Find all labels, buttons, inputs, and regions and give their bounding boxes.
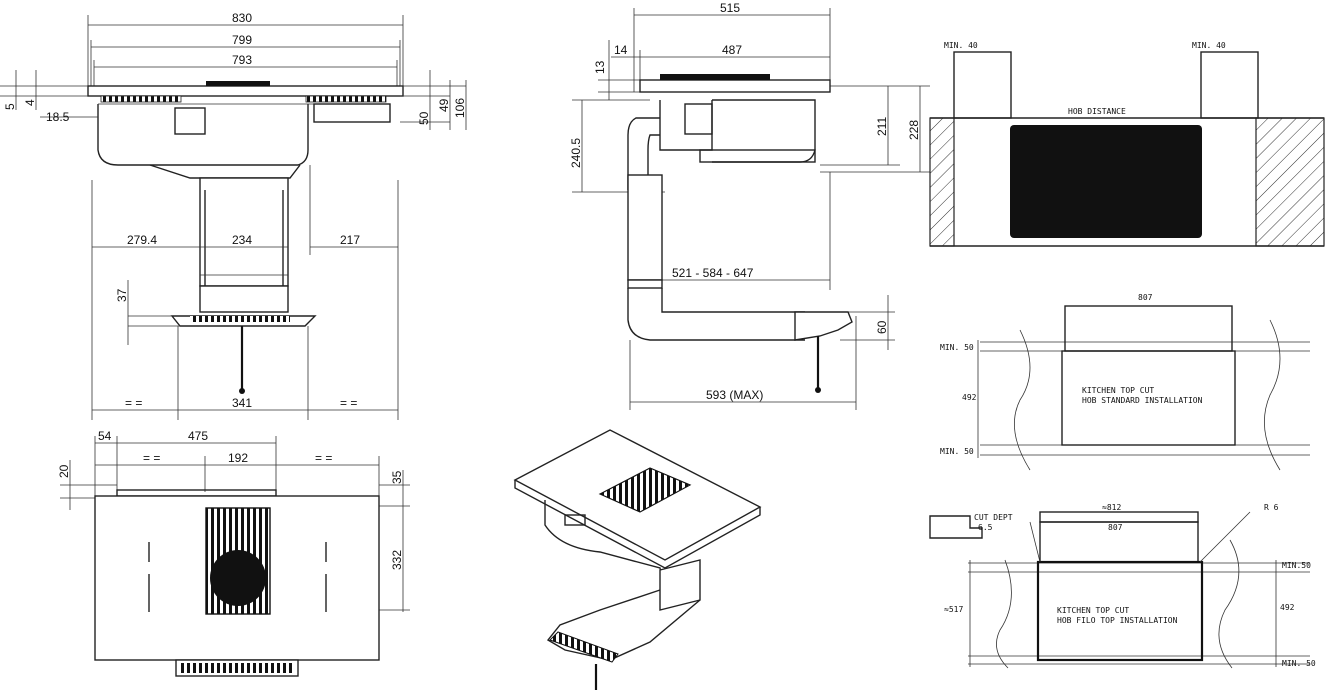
dim-eq-top-left: = = [143,451,160,465]
std-label-2: HOB STANDARD INSTALLATION [1082,396,1203,405]
dim-228: 228 [907,120,921,140]
filo-min-50-bottom: MIN. 50 [1282,659,1316,668]
filo-outer-width: ≈812 [1102,503,1121,512]
dim-eq-right: = = [340,396,357,410]
cut-standard-diagram: 807 MIN. 50 492 MIN. 50 KITCHEN TOP CUT … [940,293,1310,471]
dim-234: 234 [232,233,252,247]
hob-distance-diagram: MIN. 40 MIN. 40 HOB DISTANCE [929,41,1325,247]
dim-eq-top-right: = = [315,451,332,465]
dim-332: 332 [390,550,404,570]
front-view: 830 799 793 [0,11,467,420]
cut-dept-label: CUT DEPT [974,513,1013,522]
dim-106: 106 [453,98,467,118]
dim-35: 35 [390,470,404,484]
filo-outer-depth: ≈517 [944,605,963,614]
dim-793: 793 [232,53,252,67]
dim-18-5: 18.5 [46,110,70,124]
cut-dept-value: 6.5 [978,523,993,532]
dim-341: 341 [232,396,252,410]
dim-211: 211 [875,117,889,136]
dim-37: 37 [115,288,129,302]
dim-240-5: 240.5 [569,138,583,168]
std-label-1: KITCHEN TOP CUT [1082,386,1154,395]
filo-label-2: HOB FILO TOP INSTALLATION [1057,616,1178,625]
dim-192: 192 [228,451,248,465]
side-view: 515 14 487 13 240.5 211 228 96 521 - 584… [569,1,930,410]
std-width-807: 807 [1138,293,1153,302]
dim-50: 50 [417,111,431,125]
std-min-50-top: MIN. 50 [940,343,974,352]
min-40-left: MIN. 40 [944,41,978,50]
dim-515: 515 [720,1,740,15]
filo-depth-492: 492 [1280,603,1295,612]
hob-distance-label: HOB DISTANCE [1068,107,1126,116]
dim-217: 217 [340,233,360,247]
dim-487: 487 [722,43,742,57]
dim-521-584-647: 521 - 584 - 647 [672,266,754,280]
dim-49: 49 [437,98,451,112]
filo-label-1: KITCHEN TOP CUT [1057,606,1129,615]
min-40-right: MIN. 40 [1192,41,1226,50]
cut-filo-diagram: CUT DEPT 6.5 ≈812 807 R 6 MIN.50 492 ≈51… [929,503,1316,669]
top-view: 54 475 = = 192 = = 20 35 332 [57,429,410,677]
dim-60: 60 [875,320,889,334]
dim-475: 475 [188,429,208,443]
dim-14: 14 [614,43,628,57]
filo-min-50-top: MIN.50 [1282,561,1311,570]
isometric-view [513,429,762,690]
dim-13: 13 [593,60,607,74]
filo-inner-width: 807 [1108,523,1123,532]
dim-830: 830 [232,11,252,25]
dim-279-4: 279.4 [127,233,157,247]
dim-5: 5 [3,103,17,110]
dim-799: 799 [232,33,252,47]
dim-4: 4 [23,99,37,106]
dim-20: 20 [57,464,71,478]
std-min-50-bottom: MIN. 50 [940,447,974,456]
std-depth-492: 492 [962,393,977,402]
dim-593-max: 593 (MAX) [706,388,763,402]
filo-radius: R 6 [1264,503,1279,512]
dim-54: 54 [98,429,112,443]
dim-eq-left: = = [125,396,142,410]
